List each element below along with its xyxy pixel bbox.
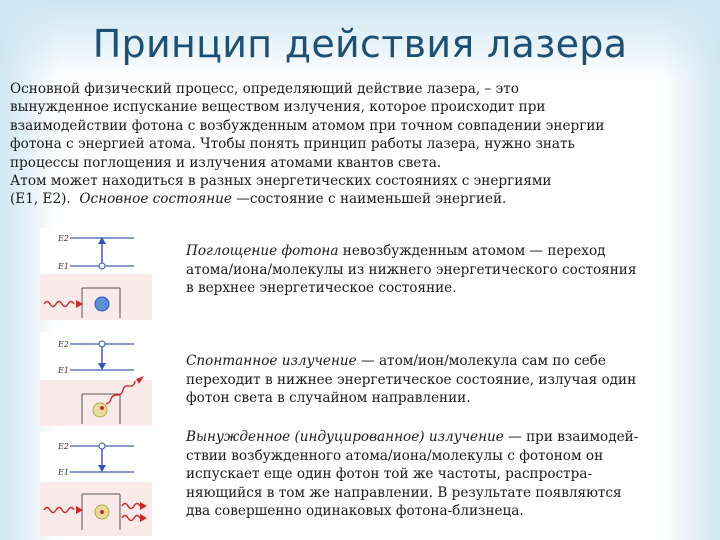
stimulated-line: ствии возбужденного атома/иона/молекулы … [186,447,604,464]
intro-line: Основной физический процесс, определяющи… [10,81,519,97]
ground-atom [94,296,110,312]
photon-arrowhead [76,506,83,514]
absorption-diagram-icon: E2 E1 [40,228,152,320]
lower-level-label: E1 [57,366,69,375]
stimulated-line: два совершенно одинаковых фотона-близнец… [186,503,524,520]
diagram-panel [40,274,152,320]
header-background [0,0,720,78]
spontaneous-text: — атом/ион/молекула сам по себе [356,353,606,369]
emitted-photon-wave [121,514,141,522]
intro-line: фотона с энергией атома. Чтобы понять пр… [10,136,575,153]
stimulated-term: Вынужденное (индуцированное) излучение [186,429,504,445]
upper-level-label: E2 [57,442,69,451]
electron-dot [98,442,106,450]
lower-level-label: E1 [57,262,69,271]
stimulated-text: — при взаимодей- [503,429,639,445]
upper-level-label: E2 [57,340,69,349]
absorption-description: Поглощение фотона невозбужденным атомом … [186,242,711,298]
ground-state-term: Основное состояние [79,191,232,208]
intro-line: процессы поглощения и излучения атомами … [10,154,442,171]
incoming-photon-wave [43,300,75,308]
right-edge-gradient [660,0,720,540]
spontaneous-term: Спонтанное излучение [186,353,357,369]
intro-line: вынужденное испускание веществом излучен… [10,99,546,116]
emitted-photon-wave [105,380,136,405]
photon-arrowhead [140,514,147,522]
excited-atom [92,402,108,418]
stimulated-emission-diagram-icon: E2 E1 [40,432,152,536]
spontaneous-line: переходит в нижнее энергетическое состоя… [186,371,637,388]
absorption-line: атома/иона/молекулы из нижнего энергетич… [186,261,637,278]
photon-arrowhead [76,300,83,308]
slide-title: Принцип действия лазера [92,22,628,66]
electron-dot [98,262,106,270]
absorption-line: в верхнее энергетическое состояние. [186,280,457,297]
energy-levels-label: (E1, E2). [10,191,71,208]
stimulated-line: испускает еще один фотон той же частоты,… [186,466,593,483]
photon-arrowhead [136,376,144,384]
absorption-term: Поглощение фотона [186,243,339,259]
absorption-text: невозбужденным атомом — переход [338,243,606,259]
arrowhead [98,363,106,370]
atom-core [100,406,104,410]
upper-level-label: E2 [57,234,69,243]
spontaneous-description: Спонтанное излучение — атом/ион/молекула… [186,352,711,408]
ground-state-definition: —состояние с наименьшей энергией. [236,191,507,208]
arrowhead [98,465,106,472]
diagram-panel [40,380,152,426]
intro-line-last: (E1, E2). Основное состояние —состояние … [10,190,710,208]
stimulated-line: Вынужденное (индуцированное) излучение —… [186,428,711,447]
emitted-photon-wave [121,502,141,510]
spontaneous-line: Спонтанное излучение — атом/ион/молекула… [186,352,711,371]
incoming-photon-wave [43,506,75,514]
electron-dot [98,340,106,348]
spontaneous-line: фотон света в случайном направлении. [186,390,471,407]
intro-text: Основной физический процесс, определяющи… [10,80,710,209]
stimulated-line: няющийся в том же направлении. В результ… [186,484,622,501]
absorption-line: Поглощение фотона невозбужденным атомом … [186,242,711,261]
photon-arrowhead [140,502,147,510]
atom-core [100,510,104,514]
spontaneous-emission-diagram-icon: E2 E1 [40,332,152,426]
intro-line: взаимодействии фотона с возбужденным ато… [10,117,605,134]
lower-level-label: E1 [57,468,69,477]
intro-line: Атом может находиться в разных энергетич… [10,173,552,190]
arrowhead [98,237,106,244]
stimulated-description: Вынужденное (индуцированное) излучение —… [186,428,711,521]
